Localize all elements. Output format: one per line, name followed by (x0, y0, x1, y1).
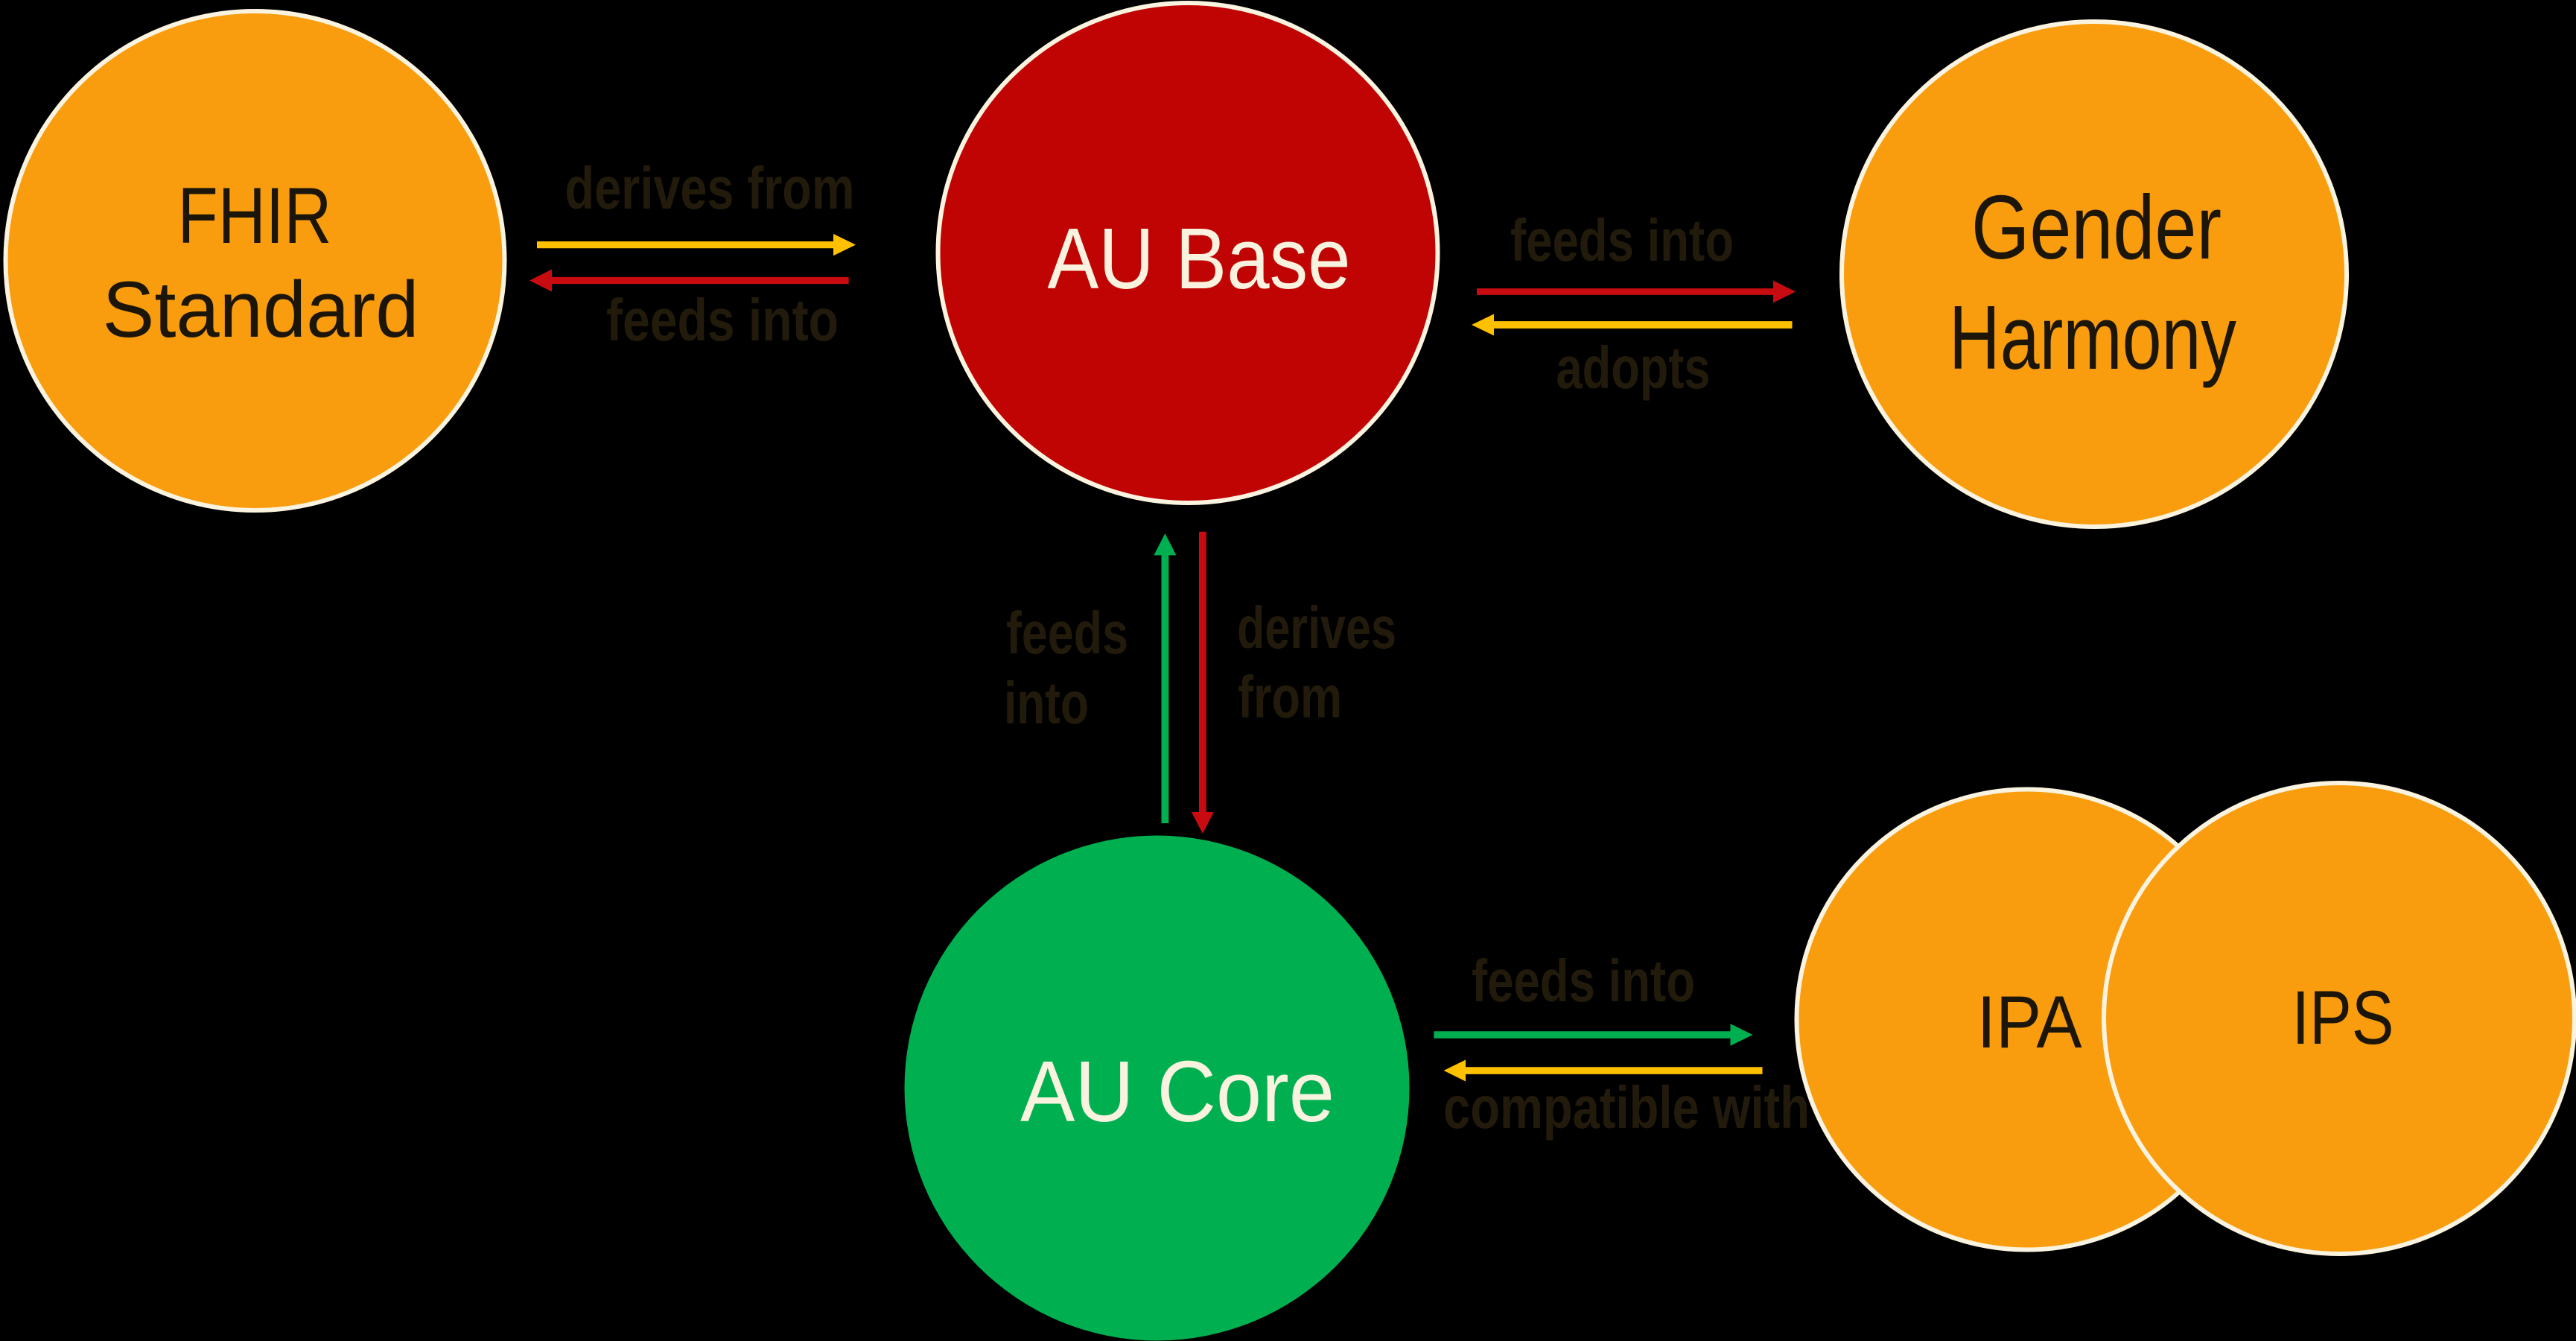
svg-text:feeds: feeds (1006, 600, 1128, 666)
svg-text:IPS: IPS (2292, 975, 2394, 1060)
svg-text:adopts: adopts (1556, 335, 1711, 401)
svg-text:compatible with: compatible with (1443, 1074, 1810, 1141)
svg-text:feeds into: feeds into (1510, 207, 1734, 273)
svg-text:AU Base: AU Base (1048, 210, 1351, 307)
svg-text:AU Core: AU Core (1020, 1043, 1335, 1140)
svg-text:derives: derives (1237, 595, 1396, 661)
svg-text:Harmony: Harmony (1949, 287, 2236, 388)
svg-text:IPA: IPA (1977, 980, 2082, 1063)
svg-text:feeds into: feeds into (606, 287, 839, 353)
svg-text:Gender: Gender (1971, 177, 2222, 278)
svg-text:FHIR: FHIR (178, 171, 332, 260)
svg-text:derives from: derives from (565, 155, 855, 221)
svg-text:into: into (1004, 670, 1089, 736)
svg-text:feeds into: feeds into (1472, 948, 1695, 1014)
svg-text:Standard: Standard (103, 264, 419, 354)
svg-text:from: from (1238, 664, 1342, 730)
